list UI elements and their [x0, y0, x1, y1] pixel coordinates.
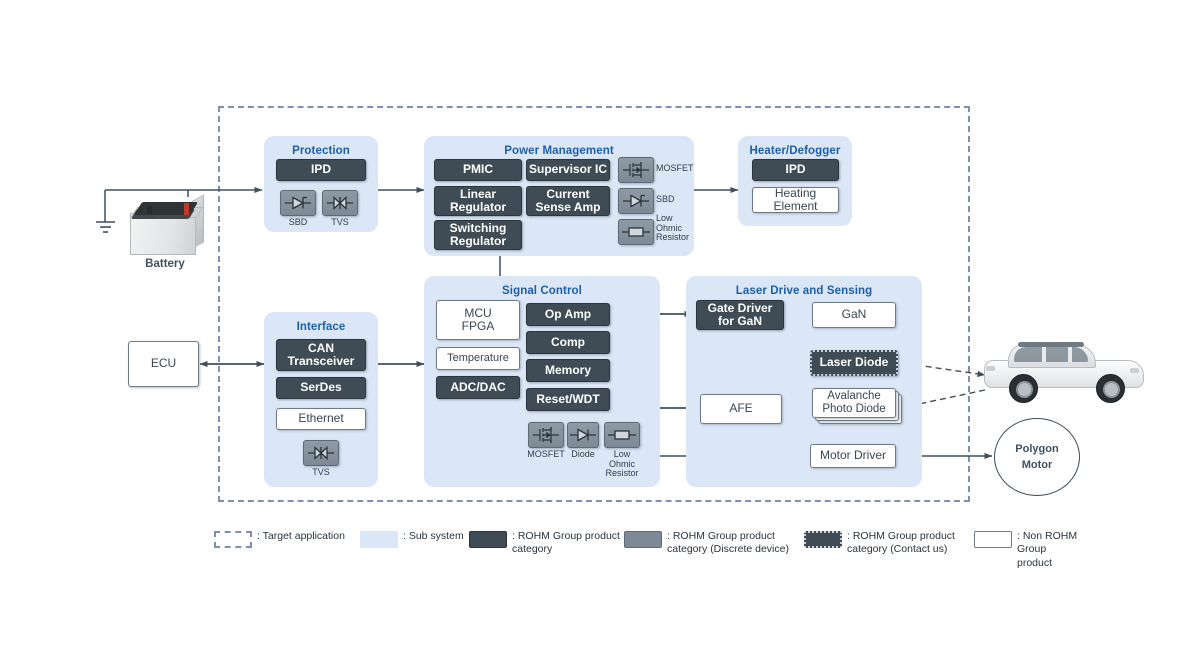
ecu-label: ECU: [150, 356, 177, 371]
panel-protection: Protection: [264, 136, 378, 232]
legend-swatch-contact: [804, 531, 842, 548]
sbd-diode-icon[interactable]: [280, 190, 316, 216]
battery-label: Battery: [145, 258, 185, 270]
legend-item-sub-system: : Sub system: [360, 530, 464, 548]
mosfet-icon[interactable]: [528, 422, 564, 448]
block-afe[interactable]: AFE: [700, 394, 782, 424]
panel-laser-drive-title: Laser Drive and Sensing: [735, 285, 873, 297]
block-laser-diode[interactable]: Laser Diode: [810, 350, 898, 376]
tvs-caption-interface: TVS: [312, 467, 330, 477]
sbd-caption-pm: SBD: [656, 194, 675, 204]
legend-item-discrete-device: : ROHM Group product category (Discrete …: [624, 530, 789, 557]
legend-swatch-subsystem: [360, 531, 398, 548]
vehicle-illustration: [984, 342, 1144, 403]
sbd-caption-protection: SBD: [288, 217, 308, 227]
block-pmic[interactable]: PMIC: [434, 159, 522, 181]
panel-power-management-title: Power Management: [504, 145, 614, 157]
panel-signal-control-title: Signal Control: [502, 285, 582, 297]
polygon-motor-label-1: Polygon: [1015, 442, 1059, 455]
legend-swatch-white: [974, 531, 1012, 548]
low-ohmic-resistor-caption-sc: Low Ohmic Resistor: [605, 449, 639, 479]
resistor-icon[interactable]: [604, 422, 640, 448]
legend-item-contact-us: : ROHM Group product category (Contact u…: [804, 530, 955, 557]
block-adc-dac[interactable]: ADC/DAC: [436, 376, 520, 399]
block-memory[interactable]: Memory: [526, 359, 610, 382]
legend-item-non-rohm: : Non ROHM Group product: [974, 530, 1094, 570]
block-op-amp[interactable]: Op Amp: [526, 303, 610, 326]
battery-illustration: [128, 194, 204, 255]
legend: : Target application : Sub system : ROHM…: [214, 530, 1094, 576]
block-ethernet[interactable]: Ethernet: [276, 408, 366, 430]
block-serdes[interactable]: SerDes: [276, 377, 366, 399]
legend-swatch-dark: [469, 531, 507, 548]
block-mcu-fpga[interactable]: MCU FPGA: [436, 300, 520, 340]
tvs-caption-protection: TVS: [331, 217, 349, 227]
polygon-motor-block[interactable]: Polygon Motor: [994, 418, 1080, 496]
ecu-block[interactable]: ECU: [128, 341, 199, 387]
block-can-transceiver[interactable]: CAN Transceiver: [276, 339, 366, 371]
mosfet-caption-pm: MOSFET: [656, 163, 694, 173]
block-current-sense-amp[interactable]: Current Sense Amp: [526, 186, 610, 216]
legend-swatch-grey: [624, 531, 662, 548]
mosfet-caption-sc: MOSFET: [527, 449, 565, 459]
target-application-boundary: [218, 106, 970, 502]
block-temperature[interactable]: Temperature: [436, 347, 520, 370]
panel-protection-title: Protection: [292, 145, 350, 157]
block-gan[interactable]: GaN: [812, 302, 896, 328]
block-linear-regulator[interactable]: Linear Regulator: [434, 186, 522, 216]
block-ipd-heater[interactable]: IPD: [752, 159, 839, 181]
legend-item-rohm-product: : ROHM Group product category: [469, 530, 620, 557]
block-motor-driver[interactable]: Motor Driver: [810, 444, 896, 468]
panel-interface-title: Interface: [296, 321, 346, 333]
tvs-diode-icon[interactable]: [322, 190, 358, 216]
block-avalanche-photo-diode[interactable]: Avalanche Photo Diode: [812, 388, 896, 418]
block-reset-wdt[interactable]: Reset/WDT: [526, 388, 610, 411]
diode-caption-sc: Diode: [571, 449, 595, 459]
block-heating-element[interactable]: Heating Element: [752, 186, 839, 213]
panel-heater-defogger-title: Heater/Defogger: [749, 145, 841, 157]
legend-swatch-dashed: [214, 531, 252, 548]
block-supervisor-ic[interactable]: Supervisor IC: [526, 159, 610, 181]
block-switching-regulator[interactable]: Switching Regulator: [434, 220, 522, 250]
block-comp[interactable]: Comp: [526, 331, 610, 354]
resistor-icon[interactable]: [618, 219, 654, 245]
legend-item-target-application: : Target application: [214, 530, 345, 548]
block-gate-driver-for-gan[interactable]: Gate Driver for GaN: [696, 300, 784, 330]
sbd-diode-icon[interactable]: [618, 188, 654, 214]
tvs-diode-icon[interactable]: [303, 440, 339, 466]
low-ohmic-resistor-caption-pm: Low Ohmic Resistor: [656, 213, 690, 243]
diode-icon[interactable]: [567, 422, 599, 448]
mosfet-icon[interactable]: [618, 157, 654, 183]
polygon-motor-label-2: Motor: [1021, 459, 1053, 471]
block-ipd-protection[interactable]: IPD: [276, 159, 366, 181]
